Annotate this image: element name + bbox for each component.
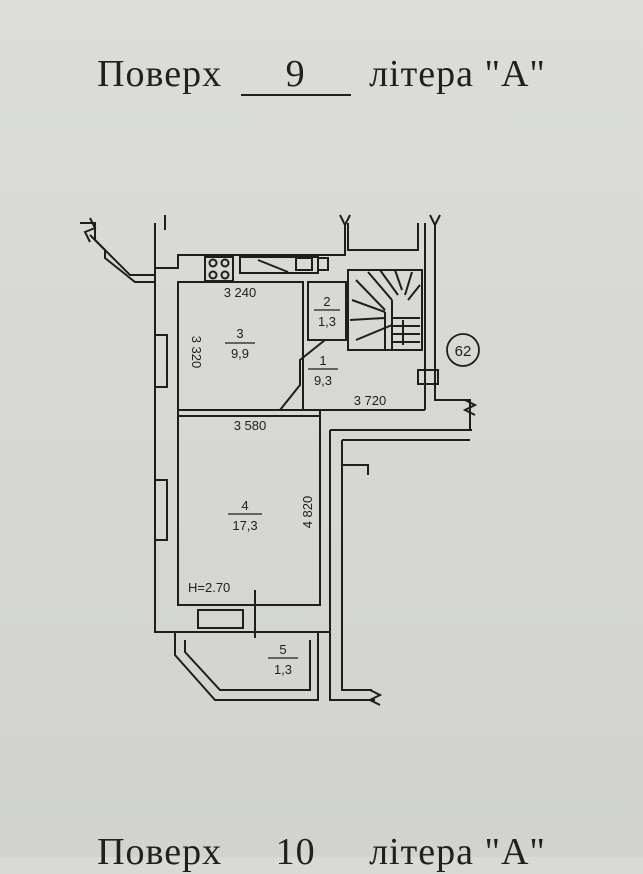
room-5-area: 1,3 [274, 662, 292, 677]
room-4-number: 4 [241, 498, 248, 513]
room-3-area: 9,9 [231, 346, 249, 361]
outer-wall-top [154, 223, 346, 269]
next-floor-label: Поверх [97, 831, 223, 873]
burner-4 [220, 270, 230, 280]
sink [295, 257, 313, 271]
stair-steps [349, 269, 421, 350]
next-building-letter: літера "А" [369, 831, 546, 873]
room-3-number: 3 [236, 326, 243, 341]
sink-diagonal [257, 259, 289, 273]
floor-label: Поверх [97, 53, 223, 95]
shaft-notch [341, 440, 369, 475]
room-1-number: 1 [319, 353, 326, 368]
window-right [417, 369, 439, 385]
wall-top-right [347, 223, 419, 251]
corridor-wall [279, 339, 326, 411]
burner-3 [208, 270, 218, 280]
room-1-area: 9,3 [314, 373, 332, 388]
room-4-area: 17,3 [232, 518, 257, 533]
shaft-wall-inner [341, 440, 372, 691]
room-5-inner [184, 640, 311, 691]
stove [204, 256, 234, 282]
break-mark-4 [429, 214, 441, 228]
break-mark-1 [83, 217, 97, 243]
room-2-area: 1,3 [318, 314, 336, 329]
floor-heading: Поверх 9 літера "А" [0, 52, 643, 96]
wall-right-outer [434, 223, 471, 430]
ceiling-height: H=2.70 [188, 580, 230, 595]
dimension-room-4-width: 3 580 [234, 418, 267, 433]
break-mark-5 [462, 399, 478, 416]
room-5-number: 5 [279, 642, 286, 657]
fixture-small [317, 257, 329, 271]
room-2-number: 2 [323, 294, 330, 309]
room-2-outline [307, 281, 347, 341]
room-5-outer [174, 632, 319, 701]
floor-number: 9 [240, 54, 351, 96]
building-number: 62 [455, 343, 472, 360]
dimension-room-3-width: 3 240 [224, 285, 257, 300]
window-room-3 [154, 334, 168, 388]
outer-wall-left-inner [177, 282, 321, 606]
next-floor-number: 10 [275, 831, 316, 873]
dimension-corridor: 3 720 [354, 393, 387, 408]
building-letter: літера "А" [369, 53, 546, 95]
dimension-room-4-depth: 4 820 [300, 496, 315, 529]
burner-2 [220, 258, 230, 268]
dimension-room-3-depth: 3 320 [189, 336, 204, 369]
break-mark-6 [367, 689, 383, 706]
next-floor-heading: Поверх 10 літера "А" [0, 830, 643, 874]
entrance-wall-2 [89, 234, 155, 283]
shaft-wall-left [329, 430, 375, 701]
building-number-circle [446, 333, 480, 367]
break-mark-3 [339, 214, 351, 228]
window-room-4 [154, 479, 168, 541]
burner-1 [208, 258, 218, 268]
door-balcony [197, 609, 244, 629]
